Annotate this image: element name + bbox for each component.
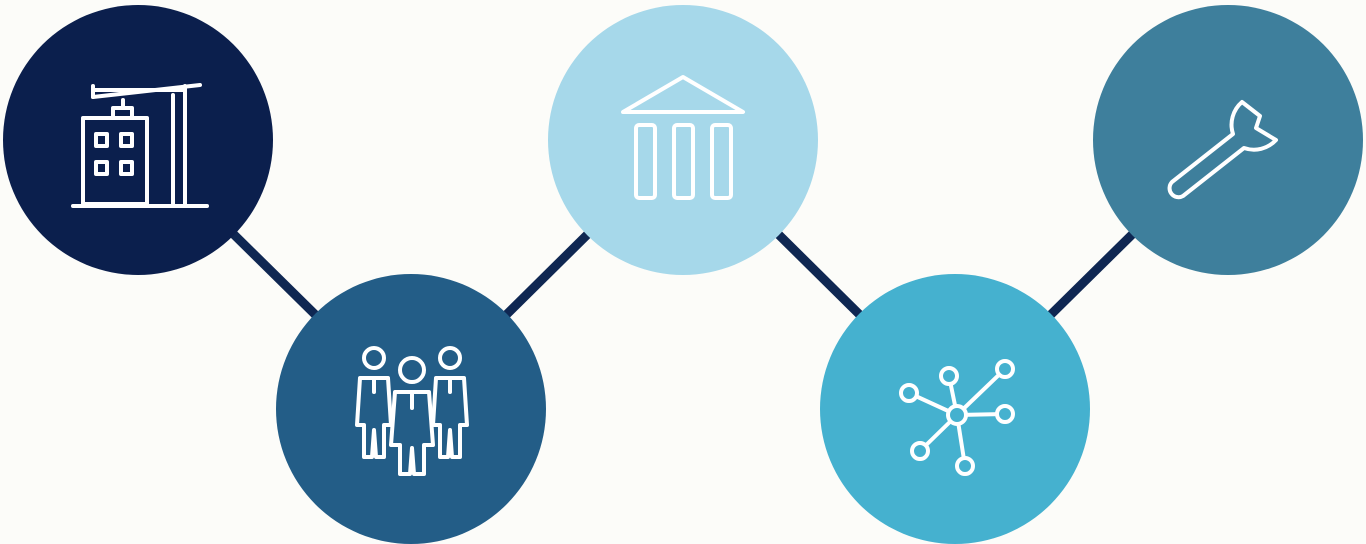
wrench-icon bbox=[1167, 100, 1278, 200]
node-circle bbox=[548, 5, 818, 275]
node-tools bbox=[1093, 5, 1363, 275]
node-people bbox=[276, 274, 546, 544]
bank-columns-icon bbox=[621, 75, 745, 200]
node-network bbox=[820, 274, 1090, 544]
business-team-icon bbox=[355, 346, 469, 476]
node-construction bbox=[3, 5, 273, 275]
node-circle bbox=[3, 5, 273, 275]
node-institution bbox=[548, 5, 818, 275]
construction-crane-building-icon bbox=[71, 83, 209, 208]
network-hub-icon bbox=[899, 359, 1015, 476]
